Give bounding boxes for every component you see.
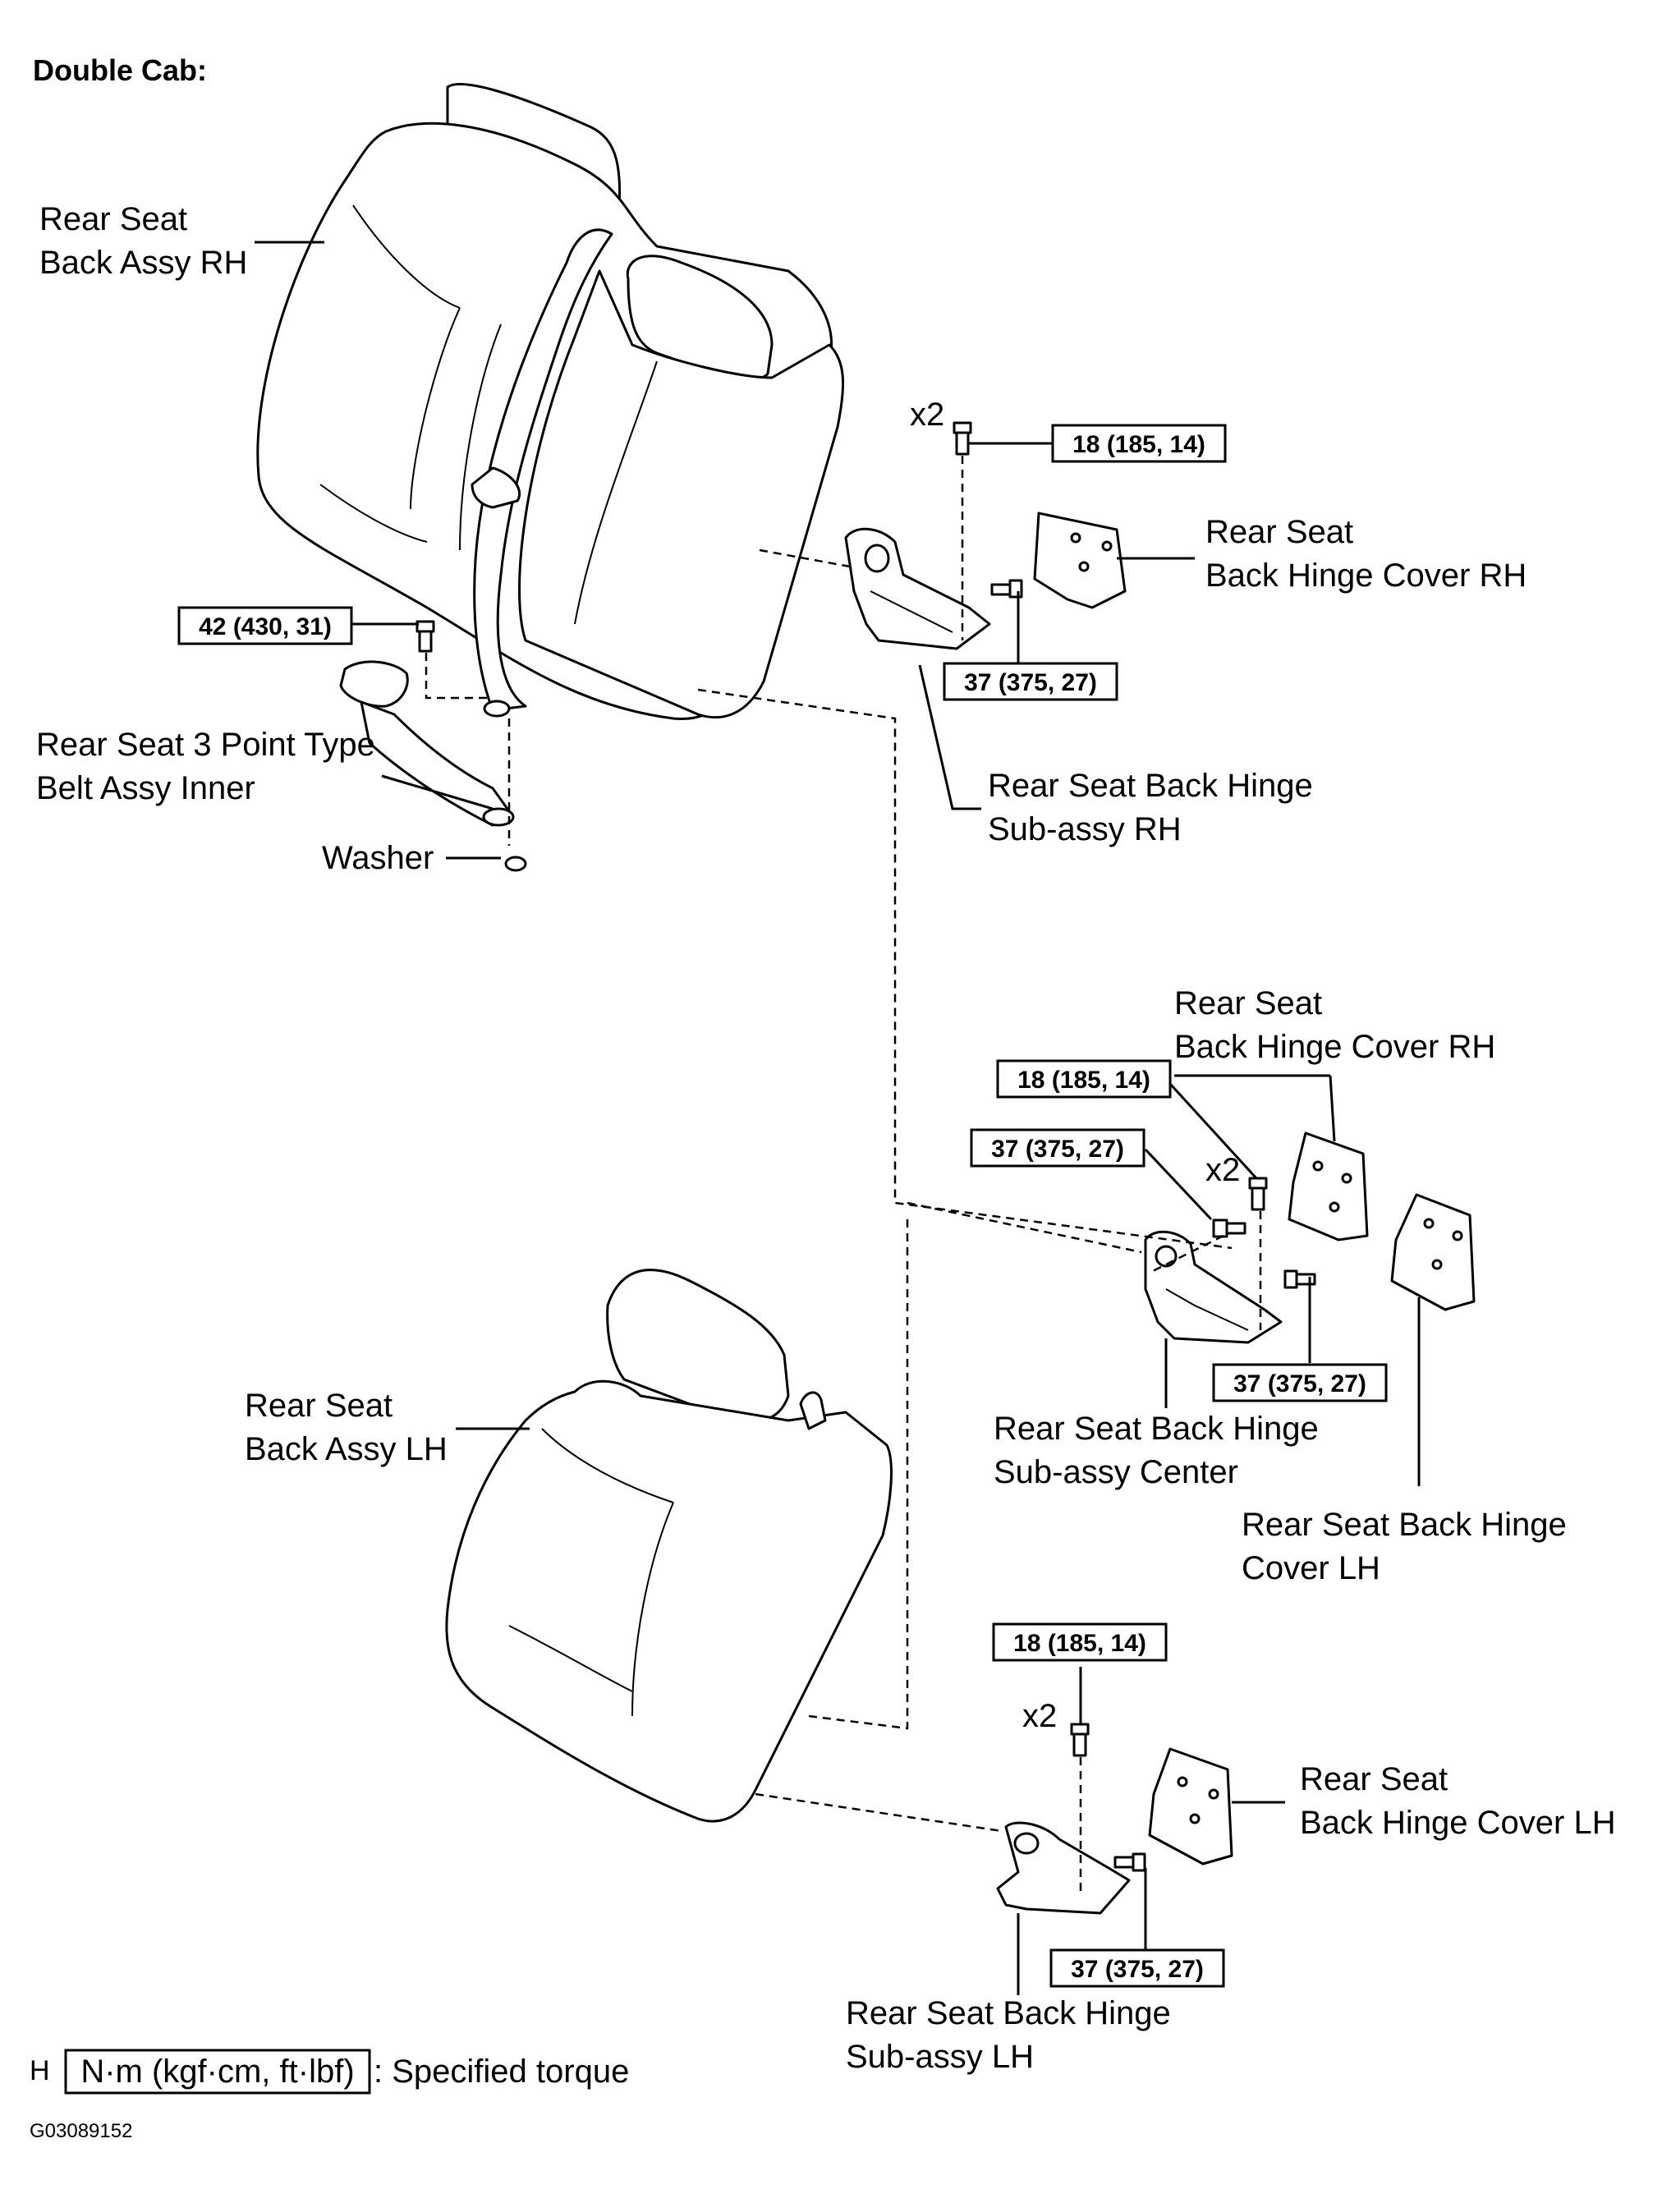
quantity-top: x2 xyxy=(910,397,944,433)
legend-description: : Specified torque xyxy=(374,2054,629,2090)
label-hinge-cover-rh-top-line1: Rear Seat xyxy=(1205,514,1353,550)
bolt-icon xyxy=(1113,1852,1146,1872)
torque-value: 18 (185, 14) xyxy=(1017,1067,1150,1094)
label-seat-back-lh-line1: Rear Seat xyxy=(245,1388,393,1424)
label-hinge-sub-center-line1: Rear Seat Back Hinge xyxy=(994,1411,1319,1447)
torque-box-top-37: 37 (375, 27) xyxy=(943,662,1118,701)
quantity-mid: x2 xyxy=(1205,1152,1240,1188)
belt-buckle-inner xyxy=(339,660,527,872)
torque-value: 37 (375, 27) xyxy=(964,669,1097,696)
rear-seat-back-lh xyxy=(445,1269,893,1823)
label-hinge-sub-center-line2: Sub-assy Center xyxy=(994,1454,1238,1490)
bolt-icon xyxy=(1070,1723,1090,1757)
hinge-cover-rh-mid xyxy=(1288,1131,1369,1241)
quantity-bottom: x2 xyxy=(1022,1698,1057,1734)
bolt-icon xyxy=(1248,1177,1268,1211)
figure-code: G03089152 xyxy=(30,2120,132,2142)
label-belt-inner-line1: Rear Seat 3 Point Type xyxy=(36,727,375,763)
label-hinge-cover-rh-mid-line2: Back Hinge Cover RH xyxy=(1174,1029,1495,1065)
hinge-sub-assy-lh xyxy=(996,1821,1131,1915)
torque-box-bottom-18: 18 (185, 14) xyxy=(992,1622,1168,1662)
torque-box-bottom-37: 37 (375, 27) xyxy=(1049,1948,1225,1988)
torque-value: 18 (185, 14) xyxy=(1013,1630,1146,1657)
alignment-lines xyxy=(425,456,1262,1897)
label-washer: Washer xyxy=(322,840,434,876)
label-hinge-cover-lh-mid-line1: Rear Seat Back Hinge xyxy=(1242,1507,1567,1543)
torque-box-belt-42: 42 (430, 31) xyxy=(177,606,353,645)
torque-box-mid-18: 18 (185, 14) xyxy=(996,1059,1172,1099)
hinge-cover-lh-bottom xyxy=(1148,1747,1233,1866)
torque-box-top-18: 18 (185, 14) xyxy=(1051,424,1227,463)
label-hinge-sub-lh-line1: Rear Seat Back Hinge xyxy=(846,1995,1171,2031)
torque-value: 18 (185, 14) xyxy=(1072,431,1205,458)
label-hinge-cover-lh-mid-line2: Cover LH xyxy=(1242,1550,1380,1586)
label-hinge-cover-lh-bottom-line2: Back Hinge Cover LH xyxy=(1300,1805,1616,1841)
bolt-icon xyxy=(953,421,972,456)
bolt-anchor-washer xyxy=(483,700,511,718)
diagram-title: Double Cab: xyxy=(33,53,207,87)
legend: H N·m (kgf·cm, ft·lbf) : Specified torqu… xyxy=(30,2049,629,2095)
hinge-sub-assy-rh xyxy=(844,527,991,650)
label-hinge-cover-rh-top-line2: Back Hinge Cover RH xyxy=(1205,558,1527,594)
leader-lines xyxy=(255,241,1421,1995)
label-hinge-sub-lh-line2: Sub-assy LH xyxy=(846,2039,1034,2075)
label-seat-back-lh-line2: Back Assy LH xyxy=(245,1431,448,1467)
torque-box-mid-37a: 37 (375, 27) xyxy=(970,1128,1145,1168)
torque-value: 37 (375, 27) xyxy=(1233,1370,1366,1397)
bolt-icon xyxy=(416,620,435,653)
label-hinge-sub-rh-line2: Sub-assy RH xyxy=(988,811,1182,847)
torque-box-mid-37b: 37 (375, 27) xyxy=(1212,1363,1388,1402)
label-seat-back-rh-line2: Back Assy RH xyxy=(39,245,247,281)
bolt-icon xyxy=(1212,1218,1246,1238)
torque-value: 37 (375, 27) xyxy=(991,1136,1124,1163)
legend-symbol: H xyxy=(30,2055,50,2086)
legend-unit-box: N·m (kgf·cm, ft·lbf) xyxy=(80,2054,354,2090)
label-hinge-sub-rh-line1: Rear Seat Back Hinge xyxy=(988,768,1313,804)
rear-seat-back-rh xyxy=(256,83,844,721)
label-seat-back-rh-line1: Rear Seat xyxy=(39,201,187,237)
label-hinge-cover-rh-mid-line1: Rear Seat xyxy=(1174,985,1322,1021)
hinge-cover-rh-top xyxy=(1033,512,1127,609)
label-belt-inner-line2: Belt Assy Inner xyxy=(36,770,255,806)
hinge-cover-lh-mid xyxy=(1390,1193,1476,1311)
torque-value: 42 (430, 31) xyxy=(199,613,332,640)
torque-value: 37 (375, 27) xyxy=(1071,1956,1204,1983)
label-hinge-cover-lh-bottom-line1: Rear Seat xyxy=(1300,1761,1448,1797)
